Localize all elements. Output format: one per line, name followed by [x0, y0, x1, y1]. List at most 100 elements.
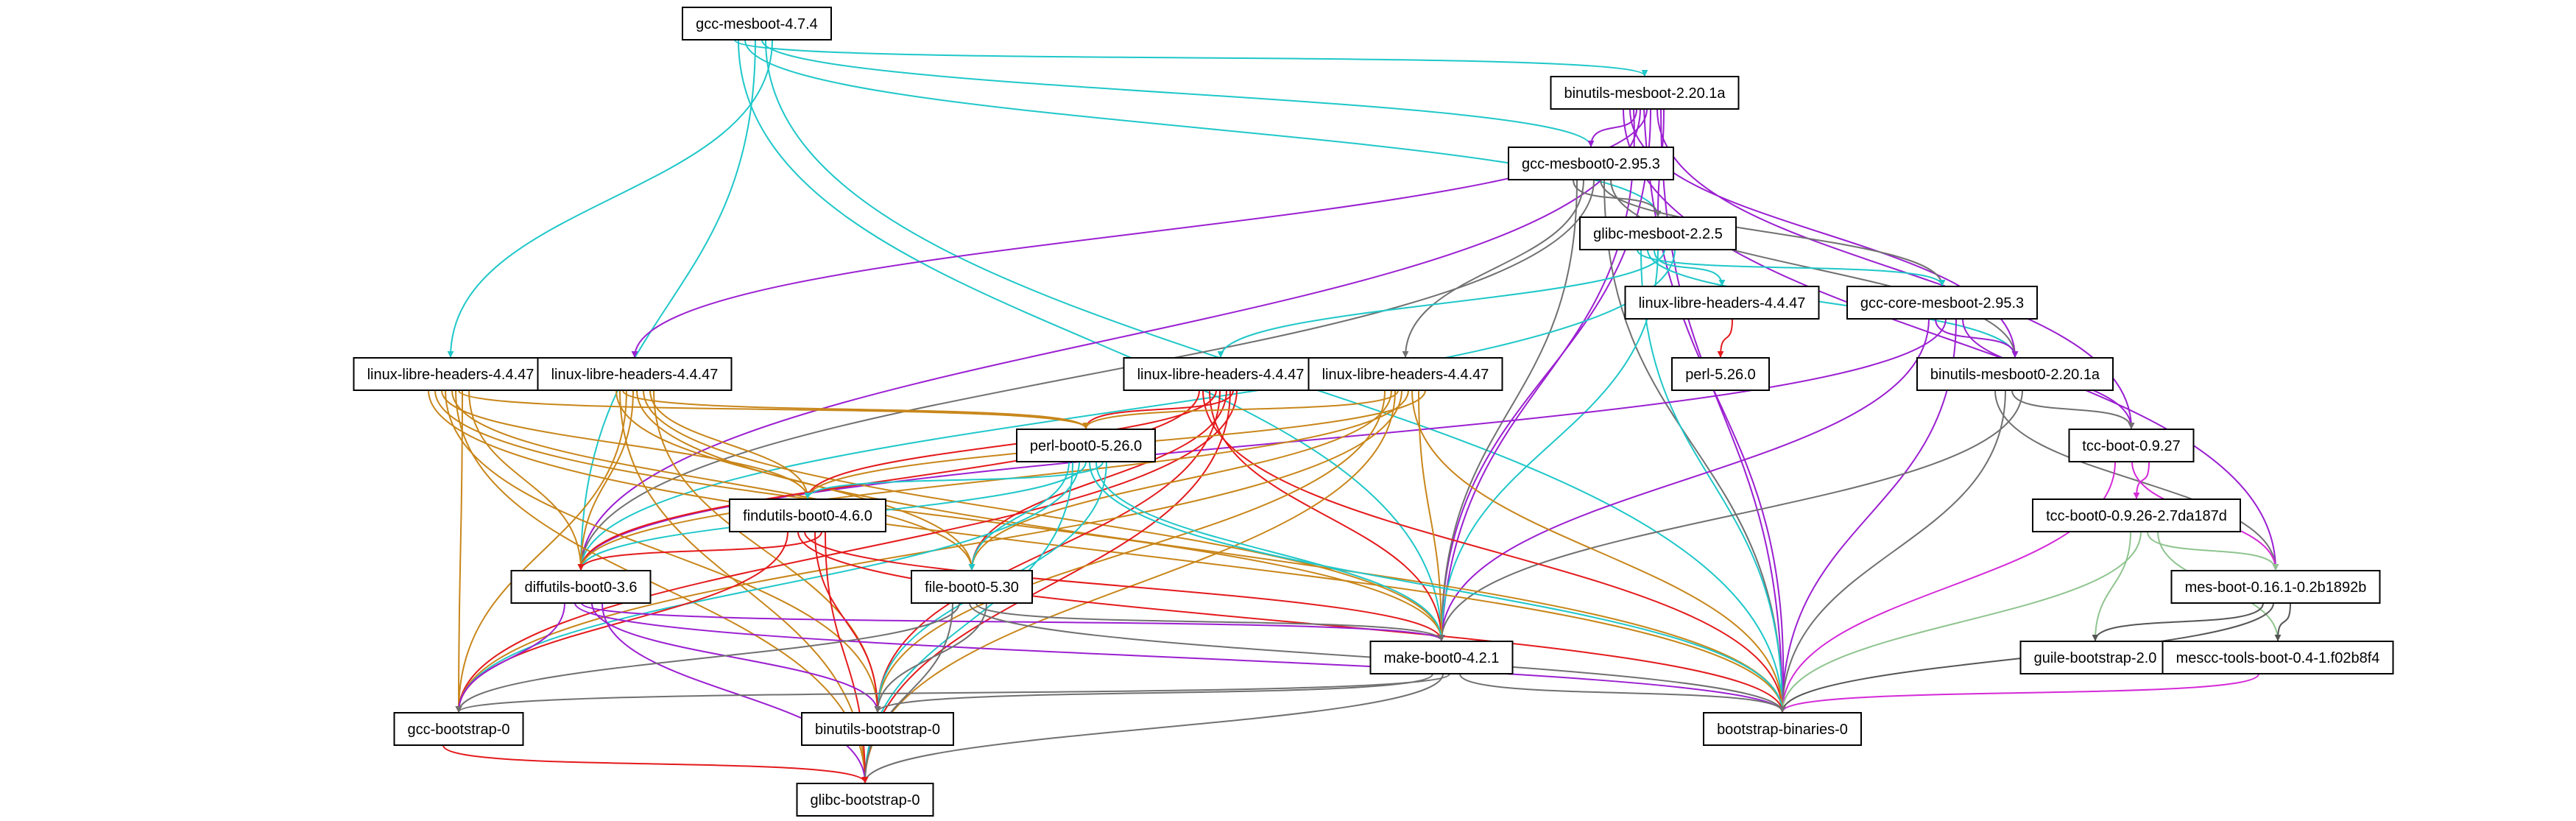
node-glibc-mesboot-2.2.5[interactable]: glibc-mesboot-2.2.5: [1579, 216, 1737, 250]
node-box[interactable]: [2032, 498, 2241, 532]
node-label: binutils-bootstrap-0: [815, 722, 940, 738]
edge-line: [577, 531, 822, 571]
node-box[interactable]: [729, 498, 886, 532]
node-box[interactable]: [1550, 76, 1740, 110]
node-label: mescc-tools-boot-0.4-1.f02b8f4: [2176, 650, 2380, 666]
node-label: bootstrap-binaries-0: [1717, 722, 1848, 738]
node-linux-libre-headers-4.4.47-e[interactable]: linux-libre-headers-4.4.47: [1624, 286, 1820, 320]
node-box[interactable]: [2068, 429, 2195, 462]
node-perl-boot0-5.26.0[interactable]: perl-boot0-5.26.0: [1016, 429, 1156, 462]
edge-line: [1603, 179, 1786, 713]
node-box[interactable]: [2162, 641, 2394, 674]
edge-line: [1459, 673, 1786, 713]
node-bootstrap-binaries-0[interactable]: bootstrap-binaries-0: [1703, 712, 1862, 746]
node-box[interactable]: [801, 712, 954, 746]
node-diffutils-boot0-3.6[interactable]: diffutils-boot0-3.6: [510, 570, 652, 604]
edge-glibc-mesboot-2.2.5-to-diffutils-boot0-3.6: [577, 249, 1676, 571]
edge-binutils-mesboot0-2.20.1a-to-bootstrap-binaries-0: [1779, 390, 2006, 713]
node-make-boot0-4.2.1[interactable]: make-boot0-4.2.1: [1369, 641, 1514, 674]
edge-glibc-mesboot-2.2.5-to-linux-libre-headers-4.4.47-c: [1217, 249, 1665, 358]
edge-line: [968, 390, 1227, 571]
node-box[interactable]: [796, 783, 934, 817]
edge-line: [455, 602, 960, 713]
node-file-boot0-5.30[interactable]: file-boot0-5.30: [911, 570, 1033, 604]
node-tcc-boot0-0.9.26-2.7da187d[interactable]: tcc-boot0-0.9.26-2.7da187d: [2032, 498, 2241, 532]
node-binutils-mesboot0-2.20.1a[interactable]: binutils-mesboot0-2.20.1a: [1916, 357, 2114, 391]
node-tcc-boot-0.9.27[interactable]: tcc-boot-0.9.27: [2068, 429, 2195, 462]
edge-line: [577, 390, 634, 571]
node-linux-libre-headers-4.4.47-a[interactable]: linux-libre-headers-4.4.47: [353, 357, 548, 391]
edge-linux-libre-headers-4.4.47-a-to-glibc-bootstrap-0: [455, 390, 869, 783]
edge-line: [455, 673, 1450, 713]
node-box[interactable]: [1703, 712, 1862, 746]
edge-line: [2092, 602, 2264, 641]
edge-line: [1779, 390, 2006, 713]
node-box[interactable]: [1579, 216, 1737, 250]
edge-line: [761, 39, 1595, 147]
edge-line: [577, 390, 1200, 571]
node-box[interactable]: [1016, 429, 1156, 462]
edge-make-boot0-4.2.1-to-bootstrap-binaries-0: [1459, 673, 1786, 713]
node-gcc-mesboot0-2.95.3[interactable]: gcc-mesboot0-2.95.3: [1508, 147, 1674, 180]
node-linux-libre-headers-4.4.47-b[interactable]: linux-libre-headers-4.4.47: [537, 357, 733, 391]
edge-linux-libre-headers-4.4.47-b-to-bootstrap-binaries-0: [636, 390, 1786, 713]
edge-tcc-boot-0.9.27-to-tcc-boot0-0.9.26-2.7da187d: [2133, 461, 2150, 499]
edge-binutils-mesboot-2.20.1a-to-gcc-mesboot0-2.95.3: [1587, 108, 1637, 147]
edge-line: [577, 318, 1947, 571]
edge-perl-boot0-5.26.0-to-findutils-boot0-4.6.0: [804, 461, 1104, 499]
node-box[interactable]: [1916, 357, 2114, 391]
node-box[interactable]: [2019, 641, 2171, 674]
node-guile-bootstrap-2.0[interactable]: guile-bootstrap-2.0: [2019, 641, 2171, 674]
edge-line: [1660, 108, 1786, 713]
node-box[interactable]: [1846, 286, 2038, 320]
node-perl-5.26.0[interactable]: perl-5.26.0: [1671, 357, 1770, 391]
edge-line: [451, 390, 975, 571]
edge-line: [1082, 390, 1399, 429]
edge-line: [649, 390, 811, 499]
node-box[interactable]: [537, 357, 733, 391]
edge-gcc-mesboot0-2.95.3-to-diffutils-boot0-3.6: [577, 179, 1595, 571]
edge-line: [1438, 179, 1578, 641]
node-gcc-core-mesboot-2.95.3[interactable]: gcc-core-mesboot-2.95.3: [1846, 286, 2038, 320]
node-gcc-mesboot-4.7.4[interactable]: gcc-mesboot-4.7.4: [682, 7, 832, 40]
edge-file-boot0-5.30-to-gcc-bootstrap-0: [455, 602, 960, 713]
node-binutils-mesboot-2.20.1a[interactable]: binutils-mesboot-2.20.1a: [1550, 76, 1740, 110]
node-label: gcc-bootstrap-0: [408, 722, 510, 738]
edge-tcc-boot0-0.9.26-2.7da187d-to-mes-boot-0.16.1-0.2b1892b: [2147, 531, 2279, 571]
node-box[interactable]: [1369, 641, 1514, 674]
node-linux-libre-headers-4.4.47-c[interactable]: linux-libre-headers-4.4.47: [1123, 357, 1319, 391]
node-box[interactable]: [353, 357, 548, 391]
node-findutils-boot0-4.6.0[interactable]: findutils-boot0-4.6.0: [729, 498, 886, 532]
edge-gcc-mesboot-4.7.4-to-gcc-mesboot0-2.95.3: [761, 39, 1595, 147]
node-box[interactable]: [510, 570, 652, 604]
node-linux-libre-headers-4.4.47-d[interactable]: linux-libre-headers-4.4.47: [1308, 357, 1503, 391]
edge-gcc-mesboot0-2.95.3-to-linux-libre-headers-4.4.47-d: [1402, 179, 1584, 358]
edge-line: [968, 390, 1392, 571]
edge-line: [574, 602, 1786, 713]
node-box[interactable]: [1308, 357, 1503, 391]
node-mescc-tools-boot-0.4-1.f02b8f4[interactable]: mescc-tools-boot-0.4-1.f02b8f4: [2162, 641, 2394, 674]
edge-binutils-mesboot-2.20.1a-to-linux-libre-headers-4.4.47-b: [631, 108, 1648, 358]
edge-line: [1418, 390, 1445, 641]
edge-line: [968, 461, 1070, 571]
node-glibc-bootstrap-0[interactable]: glibc-bootstrap-0: [796, 783, 934, 817]
node-gcc-bootstrap-0[interactable]: gcc-bootstrap-0: [393, 712, 524, 746]
node-binutils-bootstrap-0[interactable]: binutils-bootstrap-0: [801, 712, 954, 746]
node-box[interactable]: [1508, 147, 1674, 180]
edge-line: [874, 673, 1433, 713]
node-box[interactable]: [682, 7, 832, 40]
edge-linux-libre-headers-4.4.47-d-to-perl-boot0-5.26.0: [1082, 390, 1399, 429]
edge-binutils-mesboot0-2.20.1a-to-mes-boot-0.16.1-0.2b1892b: [1994, 390, 2279, 571]
node-box[interactable]: [393, 712, 524, 746]
node-box[interactable]: [2170, 570, 2381, 604]
edge-line: [1202, 390, 1786, 713]
node-box[interactable]: [1671, 357, 1770, 391]
node-mes-boot-0.16.1-0.2b1892b[interactable]: mes-boot-0.16.1-0.2b1892b: [2170, 570, 2381, 604]
edge-line: [455, 461, 1080, 713]
node-label: linux-libre-headers-4.4.47: [1639, 295, 1806, 311]
edge-line: [2133, 461, 2150, 499]
node-box[interactable]: [911, 570, 1033, 604]
edge-line: [447, 39, 773, 358]
node-box[interactable]: [1624, 286, 1820, 320]
edge-line: [458, 390, 1090, 429]
